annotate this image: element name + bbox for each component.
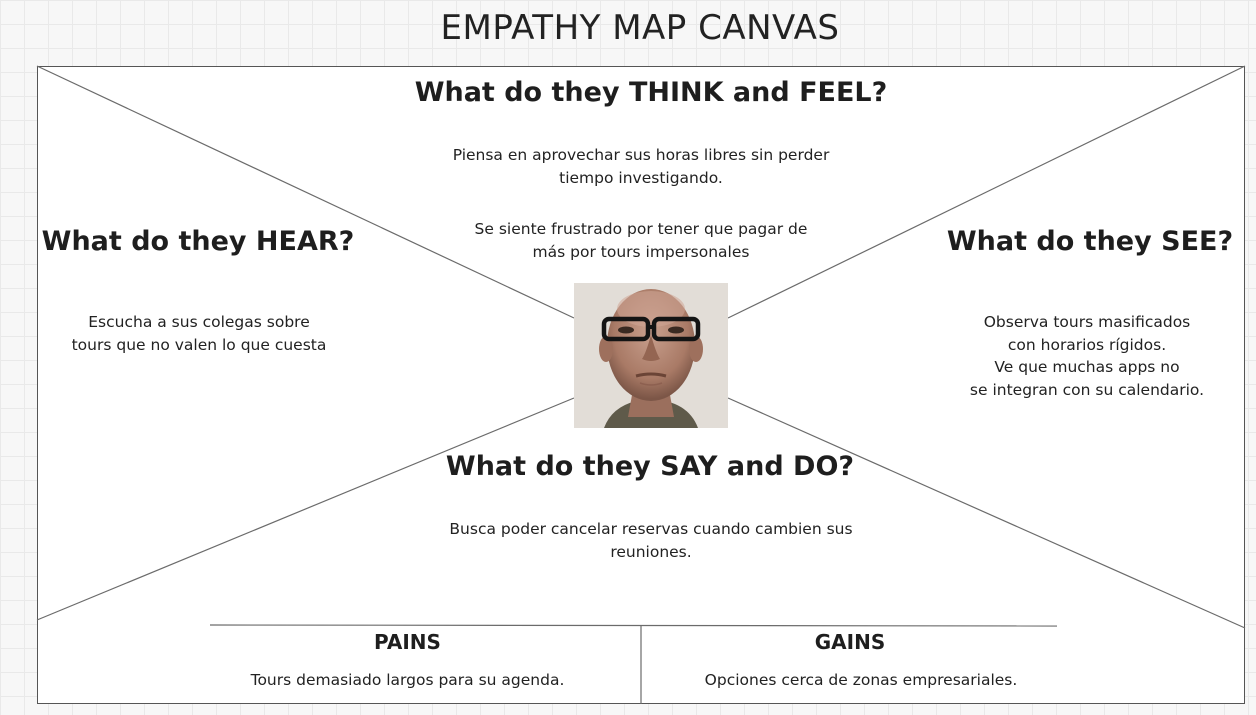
say-do-text: Busca poder cancelar reservas cuando cam… bbox=[449, 520, 853, 561]
persona-avatar bbox=[574, 283, 728, 428]
pains-text: Tours demasiado largos para su agenda. bbox=[250, 671, 565, 689]
page-title: EMPATHY MAP CANVAS bbox=[440, 8, 840, 48]
pains-heading: PAINS bbox=[374, 630, 441, 654]
think-feel-text-1: Piensa en aprovechar sus horas libres si… bbox=[452, 146, 830, 187]
think-feel-heading: What do they THINK and FEEL? bbox=[414, 77, 888, 108]
say-do-heading: What do they SAY and DO? bbox=[445, 451, 855, 482]
think-feel-text-2: Se siente frustrado por tener que pagar … bbox=[474, 220, 808, 261]
hear-heading: What do they HEAR? bbox=[41, 226, 355, 257]
see-text: Observa tours masificados con horarios r… bbox=[969, 313, 1205, 399]
hear-text: Escucha a sus colegas sobre tours que no… bbox=[71, 313, 327, 354]
persona-portrait-illustration bbox=[574, 283, 728, 428]
gains-text: Opciones cerca de zonas empresariales. bbox=[704, 671, 1018, 689]
gains-heading: GAINS bbox=[814, 630, 886, 654]
see-heading: What do they SEE? bbox=[946, 226, 1234, 257]
